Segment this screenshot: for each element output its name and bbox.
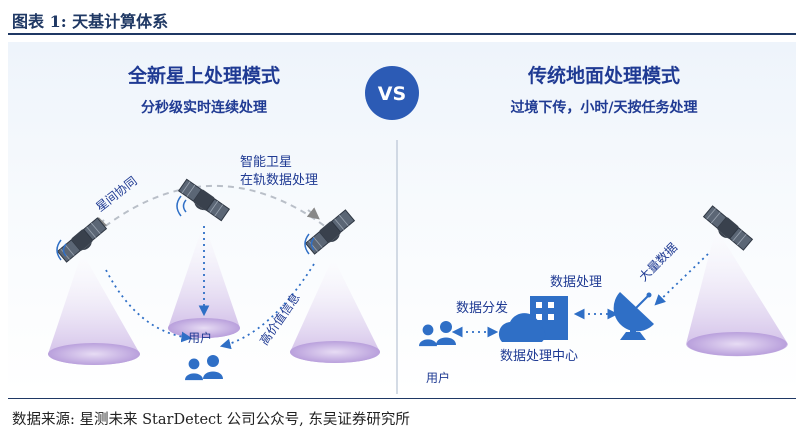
- left-subheading: 分秒级实时连续处理: [141, 99, 267, 116]
- label-inter-satellite: 星间协同: [93, 173, 140, 214]
- downlink-arrow: [105, 269, 193, 343]
- user-group-icon: [419, 321, 456, 347]
- label-onboard-processing: 在轨数据处理: [240, 173, 318, 188]
- label-user-left: 用户: [188, 330, 212, 345]
- label-processing-center: 数据处理中心: [500, 349, 578, 364]
- data-center-icon: [498, 296, 568, 342]
- label-processing: 数据处理: [550, 275, 602, 290]
- signal-icon: [304, 233, 315, 255]
- label-distribution: 数据分发: [456, 300, 508, 316]
- downlink-arrow: [219, 263, 315, 350]
- coverage-cone-left: [48, 252, 140, 365]
- signal-icon: [56, 239, 67, 261]
- figure-title: 图表 1: 天基计算体系: [12, 12, 169, 31]
- source-note: 数据来源: 星测未来 StarDetect 公司公众号, 东吴证券研究所: [12, 412, 410, 428]
- vs-badge: VS: [365, 66, 419, 120]
- signal-icon: [176, 195, 187, 217]
- coverage-cone-ground: [686, 228, 788, 357]
- user-group-icon: [185, 355, 223, 381]
- right-subheading: 过境下传，小时/天按任务处理: [510, 99, 697, 116]
- vs-label: VS: [378, 83, 406, 105]
- mass-data-arrow: [654, 253, 709, 306]
- right-heading: 传统地面处理模式: [527, 64, 680, 87]
- coverage-cone-right: [290, 257, 380, 363]
- top-divider: [8, 33, 796, 35]
- left-heading: 全新星上处理模式: [127, 64, 280, 87]
- label-mass-data: 大量数据: [636, 240, 681, 285]
- ground-station-icon: [613, 292, 654, 340]
- label-smart-satellite: 智能卫星: [240, 155, 292, 170]
- bottom-divider: [8, 398, 796, 399]
- satellite-icon: [700, 204, 754, 254]
- label-user-right: 用户: [426, 370, 450, 385]
- inter-satellite-link: [87, 184, 331, 241]
- diagram-panel: 全新星上处理模式 分秒级实时连续处理 VS 传统地面处理模式 过境下传，小时/天…: [8, 42, 796, 394]
